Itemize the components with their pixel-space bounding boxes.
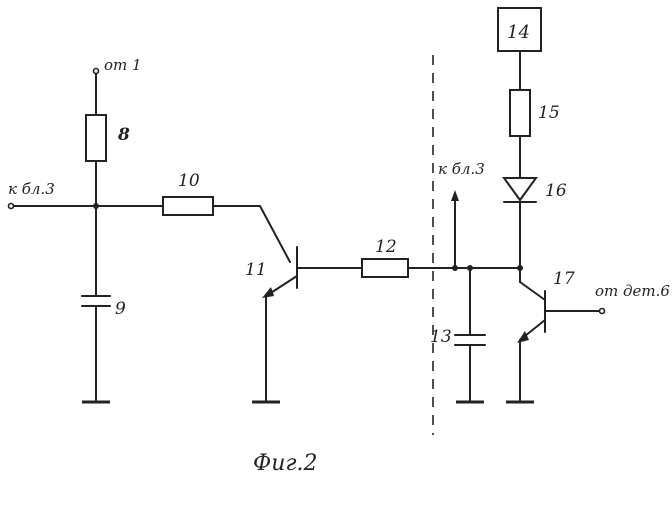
t17-collector xyxy=(520,282,545,300)
diode-16 xyxy=(504,178,536,200)
label-t17: 17 xyxy=(553,269,575,289)
label-r12: 12 xyxy=(375,237,397,257)
junction-r8-c9 xyxy=(93,203,99,209)
label-block14: 14 xyxy=(507,22,530,43)
capacitor-13-group xyxy=(455,268,485,402)
resistor-12 xyxy=(362,259,408,277)
terminal-from-det6 xyxy=(600,309,605,314)
label-from-det6: от дет.6 xyxy=(595,282,670,300)
label-to-block3-right: к бл.3 xyxy=(438,160,485,178)
transistor-11 xyxy=(252,247,362,402)
input-line xyxy=(9,197,291,262)
label-r15: 15 xyxy=(538,103,560,123)
label-c13: 13 xyxy=(430,327,452,347)
label-t11: 11 xyxy=(245,260,267,280)
resistor-15 xyxy=(510,90,530,136)
label-r10: 10 xyxy=(178,171,200,191)
coupling xyxy=(362,190,523,277)
t11-emitter-arrow xyxy=(262,287,274,298)
resistor-10 xyxy=(163,197,213,215)
right-branch xyxy=(498,8,541,268)
label-d16: 16 xyxy=(545,181,567,201)
label-from-1: от 1 xyxy=(104,56,142,74)
arrow-to-block3-right xyxy=(451,190,459,201)
wire-to-t11-base xyxy=(260,206,290,262)
resistor-8 xyxy=(86,115,106,161)
terminal-from-1 xyxy=(94,69,99,74)
figure-caption: Фиг.2 xyxy=(253,451,318,476)
t17-emitter-arrow xyxy=(517,331,529,343)
label-r8: 8 xyxy=(117,125,130,145)
terminal-to-block3-left xyxy=(9,204,14,209)
label-c9: 9 xyxy=(115,299,126,319)
label-to-block3-left: к бл.3 xyxy=(8,180,55,198)
left-branch xyxy=(82,69,110,403)
